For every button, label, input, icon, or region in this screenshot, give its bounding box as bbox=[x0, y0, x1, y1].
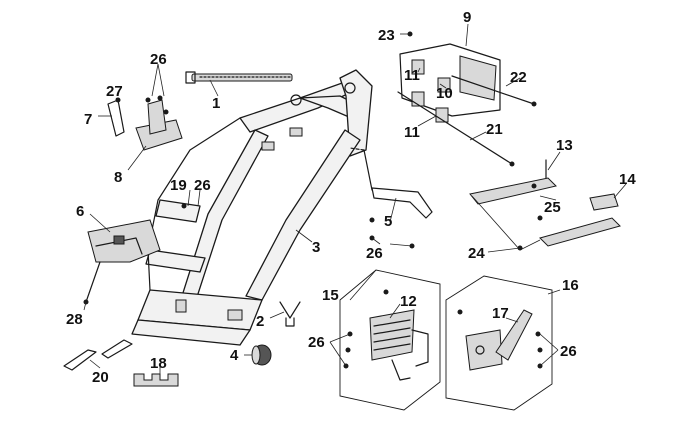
callout-18: 18 bbox=[150, 355, 167, 372]
callout-7: 7 bbox=[84, 111, 92, 128]
callout-12: 12 bbox=[400, 293, 417, 310]
engine-hanger-9-part bbox=[399, 43, 501, 123]
callout-13: 13 bbox=[556, 137, 573, 154]
trim-strips-20-part bbox=[63, 339, 133, 371]
mount-plate-8-part bbox=[135, 99, 183, 151]
bracket-7-part bbox=[107, 99, 125, 137]
callout-8: 8 bbox=[114, 169, 122, 186]
callout-16: 16 bbox=[562, 277, 579, 294]
callout-11-upper: 11 bbox=[404, 67, 420, 84]
clip-2-part bbox=[279, 301, 301, 327]
leader-lines bbox=[83, 23, 627, 374]
callout-22: 22 bbox=[510, 69, 527, 86]
callout-11-lower: 11 bbox=[404, 124, 420, 141]
footrest-bracket-14-part bbox=[539, 193, 621, 247]
callout-26-inset16: 26 bbox=[560, 343, 577, 360]
main-frame-part bbox=[131, 69, 373, 346]
callout-17: 17 bbox=[492, 305, 509, 322]
footrest-bracket-13-part bbox=[469, 159, 557, 205]
callout-2: 2 bbox=[256, 313, 264, 330]
callout-26-bracket5: 26 bbox=[366, 245, 383, 262]
callout-1: 1 bbox=[212, 95, 220, 112]
footpeg-12-part bbox=[369, 309, 429, 381]
callout-19: 19 bbox=[170, 177, 187, 194]
cable-tie-part bbox=[185, 71, 293, 84]
callout-4: 4 bbox=[230, 347, 239, 364]
callout-20: 20 bbox=[92, 369, 109, 386]
bolt-28-part bbox=[83, 261, 101, 305]
callout-9: 9 bbox=[463, 9, 471, 26]
callout-15: 15 bbox=[322, 287, 339, 304]
long-bolt-21-part bbox=[397, 91, 515, 167]
callout-labels: 1 2 3 4 5 6 7 8 9 10 11 11 12 13 14 15 1… bbox=[66, 9, 636, 386]
callout-23: 23 bbox=[378, 27, 395, 44]
bracket-links-24-part bbox=[471, 195, 541, 251]
callout-14: 14 bbox=[619, 171, 636, 188]
callout-26-top: 26 bbox=[150, 51, 167, 68]
inset-box-16 bbox=[445, 275, 553, 411]
callout-26-inset15: 26 bbox=[308, 334, 325, 351]
callout-6: 6 bbox=[76, 203, 84, 220]
callout-25: 25 bbox=[544, 199, 561, 216]
callout-21: 21 bbox=[486, 121, 503, 138]
clamp-18-part bbox=[133, 373, 179, 387]
callout-3: 3 bbox=[312, 239, 320, 256]
cap-4-part bbox=[251, 344, 272, 366]
rear-bracket-6-part bbox=[87, 219, 161, 263]
bolt-22-part bbox=[451, 75, 537, 107]
bracket-5-part bbox=[349, 147, 433, 219]
callout-28: 28 bbox=[66, 311, 83, 328]
callout-10: 10 bbox=[436, 85, 453, 102]
callout-26-frame: 26 bbox=[194, 177, 211, 194]
callout-5: 5 bbox=[384, 213, 392, 230]
callout-27: 27 bbox=[106, 83, 123, 100]
callout-24: 24 bbox=[468, 245, 485, 262]
footpeg-17-part bbox=[465, 309, 533, 371]
